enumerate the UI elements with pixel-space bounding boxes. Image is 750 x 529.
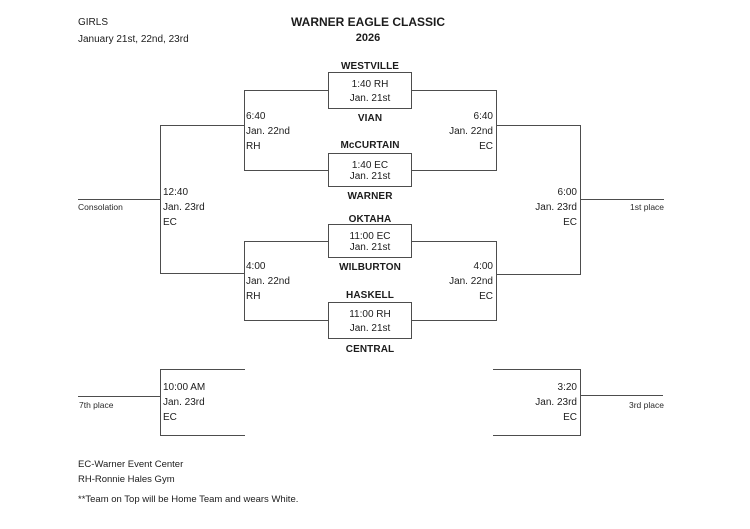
line-third-winner [580,395,663,396]
line-game4-winner [412,320,497,321]
game2-box: 1:40 EC Jan. 21st [328,153,412,187]
game3-box: 11:00 EC Jan. 21st [328,224,412,258]
line-seventh-join [160,369,161,436]
championship-info: 6:00 Jan. 23rd EC [535,186,577,230]
line-third-join [580,369,581,436]
line-game4-loser [244,320,328,321]
first-place-label: 1st place [630,202,665,212]
third-place-venue: EC [563,411,577,423]
champ-semi-top-time: 6:40 [473,111,493,122]
third-place-date: Jan. 23rd [535,396,577,408]
tournament-title: WARNER EAGLE CLASSIC [290,15,445,29]
line-game1-winner [412,90,497,91]
seventh-place-venue: EC [163,411,177,423]
game2-bottom-team: WARNER [347,191,393,202]
champ-semi-bottom-time: 4:00 [473,261,493,272]
game3-bottom-team: WILBURTON [339,262,401,273]
game1-bottom-team: VIAN [357,113,383,124]
champ-semi-bottom-info: 4:00 Jan. 22nd EC [449,260,493,304]
consolation-label: Consolation [78,202,123,212]
line-game3-loser [244,241,328,242]
champ-semi-top-date: Jan. 22nd [449,125,493,137]
cons-semi-bottom-venue: RH [246,290,261,302]
tournament-year: 2026 [355,32,381,44]
game4-box: 11:00 RH Jan. 21st [328,302,412,339]
champ-semi-bottom-date: Jan. 22nd [449,275,493,287]
game3-time: 11:00 EC [349,231,391,242]
line-cons-semi-top-winner [160,125,245,126]
cons-semi-bottom-info: 4:00 Jan. 22nd RH [246,260,290,304]
game4-bottom-team: CENTRAL [345,344,395,355]
line-game2-loser [244,170,328,171]
line-seventh-top-stub [160,369,245,370]
line-champ-semi-bottom-join [496,241,497,321]
seventh-place-info: 10:00 AM Jan. 23rd EC [163,381,205,425]
game3-date: Jan. 21st [349,242,391,253]
consolation-final-info: 12:40 Jan. 23rd EC [163,186,205,230]
line-game2-winner [412,170,497,171]
game2-time: 1:40 EC [351,160,389,171]
line-first-place-winner [580,199,664,200]
game2-date: Jan. 21st [349,171,391,182]
champ-semi-top-venue: EC [479,140,493,152]
cons-semi-top-info: 6:40 Jan. 22nd RH [246,110,290,154]
game1-date: Jan. 21st [349,93,391,104]
cons-semi-top-venue: RH [246,140,261,152]
line-champ-semi-top-join [496,90,497,171]
third-place-time: 3:20 [557,382,577,393]
third-place-info: 3:20 Jan. 23rd EC [535,381,577,425]
game4-time: 11:00 RH [349,309,391,320]
line-game3-winner [412,241,497,242]
tournament-dates: January 21st, 22nd, 23rd [78,34,189,45]
venue-key-rh: RH-Ronnie Hales Gym [78,474,175,485]
champ-semi-top-info: 6:40 Jan. 22nd EC [449,110,493,154]
third-place-label: 3rd place [629,400,664,410]
division-label: GIRLS [78,17,109,28]
consolation-final-time: 12:40 [163,187,189,198]
seventh-place-date: Jan. 23rd [163,396,205,408]
game3-top-team: OKTAHA [348,214,392,225]
consolation-final-venue: EC [163,216,177,228]
championship-date: Jan. 23rd [535,201,577,213]
championship-time: 6:00 [557,187,577,198]
game1-time: 1:40 RH [351,79,389,90]
home-team-note: **Team on Top will be Home Team and wear… [78,494,299,505]
cons-semi-bottom-time: 4:00 [246,261,266,272]
championship-venue: EC [563,216,577,228]
line-cons-semi-top-join [244,90,245,171]
line-champ-semi-top-winner [496,125,581,126]
line-cons-semi-bottom-winner [160,273,245,274]
line-third-top-stub [493,369,580,370]
seventh-place-label: 7th place [79,400,114,410]
champ-semi-bottom-venue: EC [479,290,493,302]
line-third-bottom-stub [493,435,580,436]
game1-top-team: WESTVILLE [340,61,400,72]
line-champ-semi-bottom-winner [496,274,581,275]
line-seventh-bottom-stub [160,435,245,436]
seventh-place-time: 10:00 AM [163,382,206,393]
cons-semi-bottom-date: Jan. 22nd [246,275,290,287]
game1-box: 1:40 RH Jan. 21st [328,72,412,109]
venue-key-ec: EC-Warner Event Center [78,459,184,470]
line-consolation-winner [78,199,161,200]
game2-top-team: McCURTAIN [340,140,400,151]
line-cons-semi-bottom-join [244,241,245,321]
cons-semi-top-date: Jan. 22nd [246,125,290,137]
line-seventh-winner [78,396,161,397]
cons-semi-top-time: 6:40 [246,111,266,122]
consolation-final-date: Jan. 23rd [163,201,205,213]
game4-top-team: HASKELL [346,290,394,301]
line-championship-join [580,125,581,275]
line-game1-loser [244,90,328,91]
game4-date: Jan. 21st [349,323,391,334]
